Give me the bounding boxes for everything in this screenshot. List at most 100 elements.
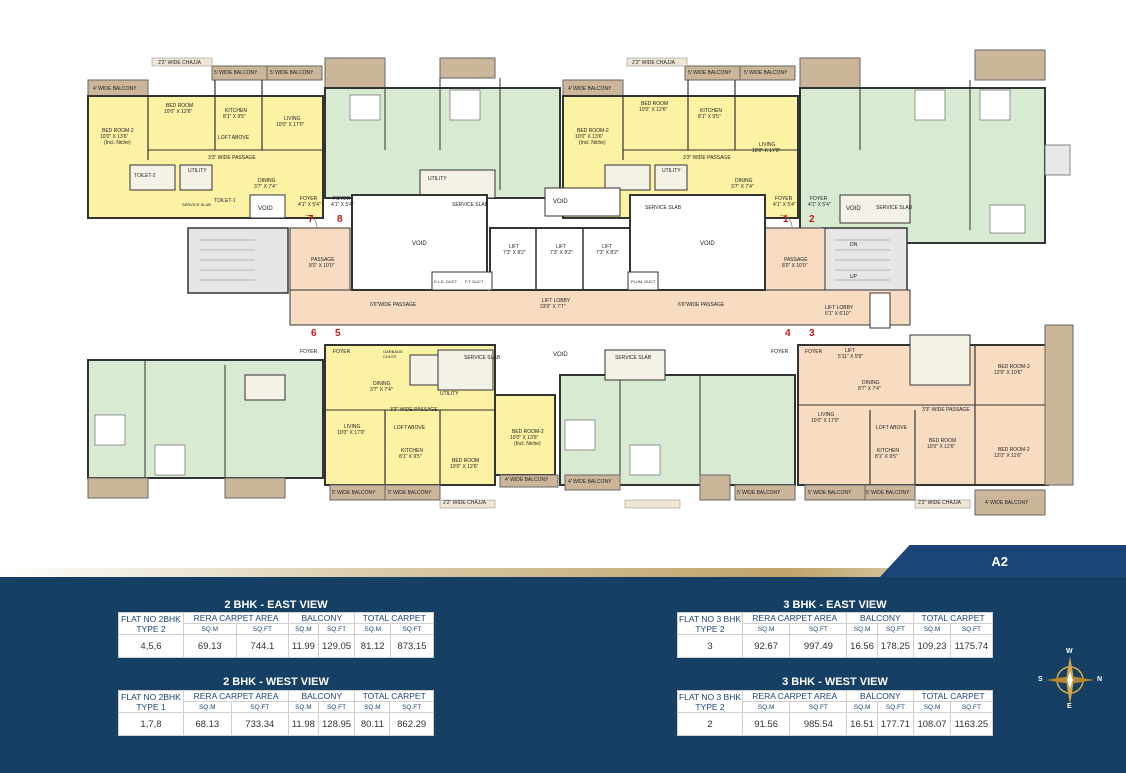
label-balcony: 5' WIDE BALCONY: [688, 70, 732, 76]
label-niche: (Incl. Niche): [579, 140, 606, 146]
label-balcony: 5' WIDE BALCONY: [332, 490, 376, 496]
value-cell: 16.51: [846, 712, 878, 736]
label-dining: DINING: [862, 380, 880, 386]
label-passage66: 6'6"WIDE PASSAGE: [678, 302, 725, 308]
label-void: VOID: [846, 206, 861, 212]
label-bedroom2: BED ROOM-2: [998, 447, 1030, 453]
label-niche: (Incl. Niche): [514, 441, 541, 447]
label-passage33: 3'3" WIDE PASSAGE: [922, 407, 970, 413]
label-living-dim: 10'0" X 17'0": [276, 122, 305, 128]
label-dining: DINING: [373, 381, 391, 387]
label-ele-duct: E.L.E. DUCT: [434, 279, 458, 284]
compass-e: E: [1067, 703, 1072, 710]
label-balcony: 5' WIDE BALCONY: [866, 490, 910, 496]
value-cell: 16.56: [846, 634, 878, 658]
label-lift-dim: 7'3" X 8'2": [550, 250, 573, 256]
unit-cell: SQ.FT: [389, 701, 434, 713]
unit-cell: SQ.FT: [949, 701, 994, 713]
value-cell: 4,5,6: [118, 634, 184, 658]
table-row: 4,5,6 69.13 744.1 11.99 129.05 81.12 873…: [118, 634, 435, 658]
value-cell: 81.12: [354, 634, 391, 658]
rera-header: RERA CARPET AREA: [182, 690, 290, 702]
label-plum-duct: PLUM. DUCT: [631, 279, 656, 284]
label-passage-dim: 8'0" X 10'0": [782, 263, 808, 269]
label-living-dim: 10'0" X 17'0": [337, 430, 366, 436]
label-lift-lobby: LIFT LOBBY: [825, 305, 854, 311]
compass-rose-icon: [1046, 656, 1094, 704]
table-title: 2 BHK - EAST VIEW: [224, 599, 328, 611]
label-bedroom-dim: 10'0" X 12'6": [164, 109, 193, 115]
unit-cell: SQ.FT: [789, 623, 848, 635]
value-cell: 109.23: [913, 634, 951, 658]
value-cell: 744.1: [235, 634, 290, 658]
label-chaja: 2'2" WIDE CHAJJA: [158, 60, 202, 66]
label-bedroom3-dim: 12'0" X 10'6": [994, 370, 1023, 376]
label-bedroom2: BED ROOM-2: [102, 128, 134, 134]
label-foyer: FOYER: [805, 349, 823, 355]
label-balcony: 5' WIDE BALCONY: [808, 490, 852, 496]
label-passage66: 6'6"WIDE PASSAGE: [370, 302, 417, 308]
label-void: VOID: [700, 241, 715, 247]
label-balcony: 4' WIDE BALCONY: [568, 86, 612, 92]
unit-cell: SQ.FT: [230, 701, 290, 713]
unit-cell: SQ.FT: [949, 623, 994, 635]
label-balcony: 5' WIDE BALCONY: [214, 70, 258, 76]
label-service-slab: SERVICE SLAB: [876, 205, 913, 211]
unit-cell: SQ.M: [288, 701, 319, 713]
label-kitchen: KITCHEN: [877, 448, 899, 454]
compass-icon: W E S N: [1038, 648, 1102, 710]
label-balcony: 4' WIDE BALCONY: [93, 86, 137, 92]
unit-cell: SQ.FT: [389, 623, 435, 635]
unit-cell: SQ.FT: [317, 701, 356, 713]
label-balcony: 5' WIDE BALCONY: [737, 490, 781, 496]
unit-cell: SQ.M: [288, 623, 319, 635]
unit-cell: SQ.FT: [235, 623, 290, 635]
label-void: VOID: [412, 241, 427, 247]
label-toilet2: TOILET-2: [134, 173, 156, 179]
label-living: LIVING: [284, 116, 301, 122]
value-cell: 91.56: [741, 712, 791, 736]
label-lift: LIFT: [602, 244, 613, 250]
label-void: VOID: [553, 199, 568, 205]
label-service-slab: SERVICE SLAB: [615, 355, 652, 361]
label-loft: LOFT ABOVE: [876, 425, 908, 431]
label-dining-dim: 3'7" X 7'4": [254, 184, 277, 190]
label-foyer-dim: 4'1" X 5'4": [808, 202, 831, 208]
flat-no-header: FLAT NO 2BHK TYPE 1: [118, 690, 184, 713]
balcony-header: BALCONY: [846, 612, 915, 624]
label-bedroom-dim: 10'0" X 12'6": [927, 444, 956, 450]
rera-header: RERA CARPET AREA: [182, 612, 290, 624]
label-passage-dim: 8'0" X 10'0": [309, 263, 335, 269]
label-passage33: 3'3" WIDE PASSAGE: [208, 155, 256, 161]
label-foyer: FOYER: [771, 349, 789, 355]
label-passage: PASSAGE: [311, 257, 335, 263]
label-bedroom: BED ROOM: [641, 101, 669, 107]
label-living: LIVING: [344, 424, 361, 430]
label-balcony: 5' WIDE BALCONY: [388, 490, 432, 496]
value-cell: 129.05: [317, 634, 356, 658]
label-lift-dim: 7'3" X 8'2": [503, 250, 526, 256]
label-balcony: 4' WIDE BALCONY: [505, 477, 549, 483]
label-bedroom-dim: 10'0" X 12'6": [450, 464, 479, 470]
area-table-3bhk-west: FLAT NO 3 BHK TYPE 2 RERA CARPET AREA BA…: [677, 690, 994, 736]
label-lift-dim: 7'3" X 8'2": [596, 250, 619, 256]
value-cell: 2: [677, 712, 743, 736]
label-loft: LOFT ABOVE: [394, 425, 426, 431]
unit-cell: SQ.M: [354, 701, 391, 713]
balcony-header: BALCONY: [846, 690, 915, 702]
label-foyer: FOYER: [333, 196, 351, 202]
unit-cell: SQ.M: [354, 623, 391, 635]
value-cell: 128.95: [317, 712, 356, 736]
label-lift-lobby: LIFT LOBBY: [542, 298, 571, 304]
label-kitchen-dim: 8'1" X 9'5": [223, 114, 246, 120]
label-bedroom2-dim: 10'0" X 13'6": [510, 435, 539, 441]
label-foyer: FOYER: [300, 196, 318, 202]
label-up: UP: [850, 274, 857, 280]
label-dining-dim: 3'7" X 7'4": [731, 184, 754, 190]
value-cell: 985.54: [789, 712, 848, 736]
label-balcony: 5' WIDE BALCONY: [744, 70, 788, 76]
label-bedroom2-dim: 10'0" X 13'6": [575, 134, 604, 140]
area-table-3bhk-east: FLAT NO 3 BHK TYPE 2 RERA CARPET AREA BA…: [677, 612, 994, 658]
label-bedroom2: BED ROOM-2: [512, 429, 544, 435]
unit-cell: SQ.M: [183, 623, 237, 635]
